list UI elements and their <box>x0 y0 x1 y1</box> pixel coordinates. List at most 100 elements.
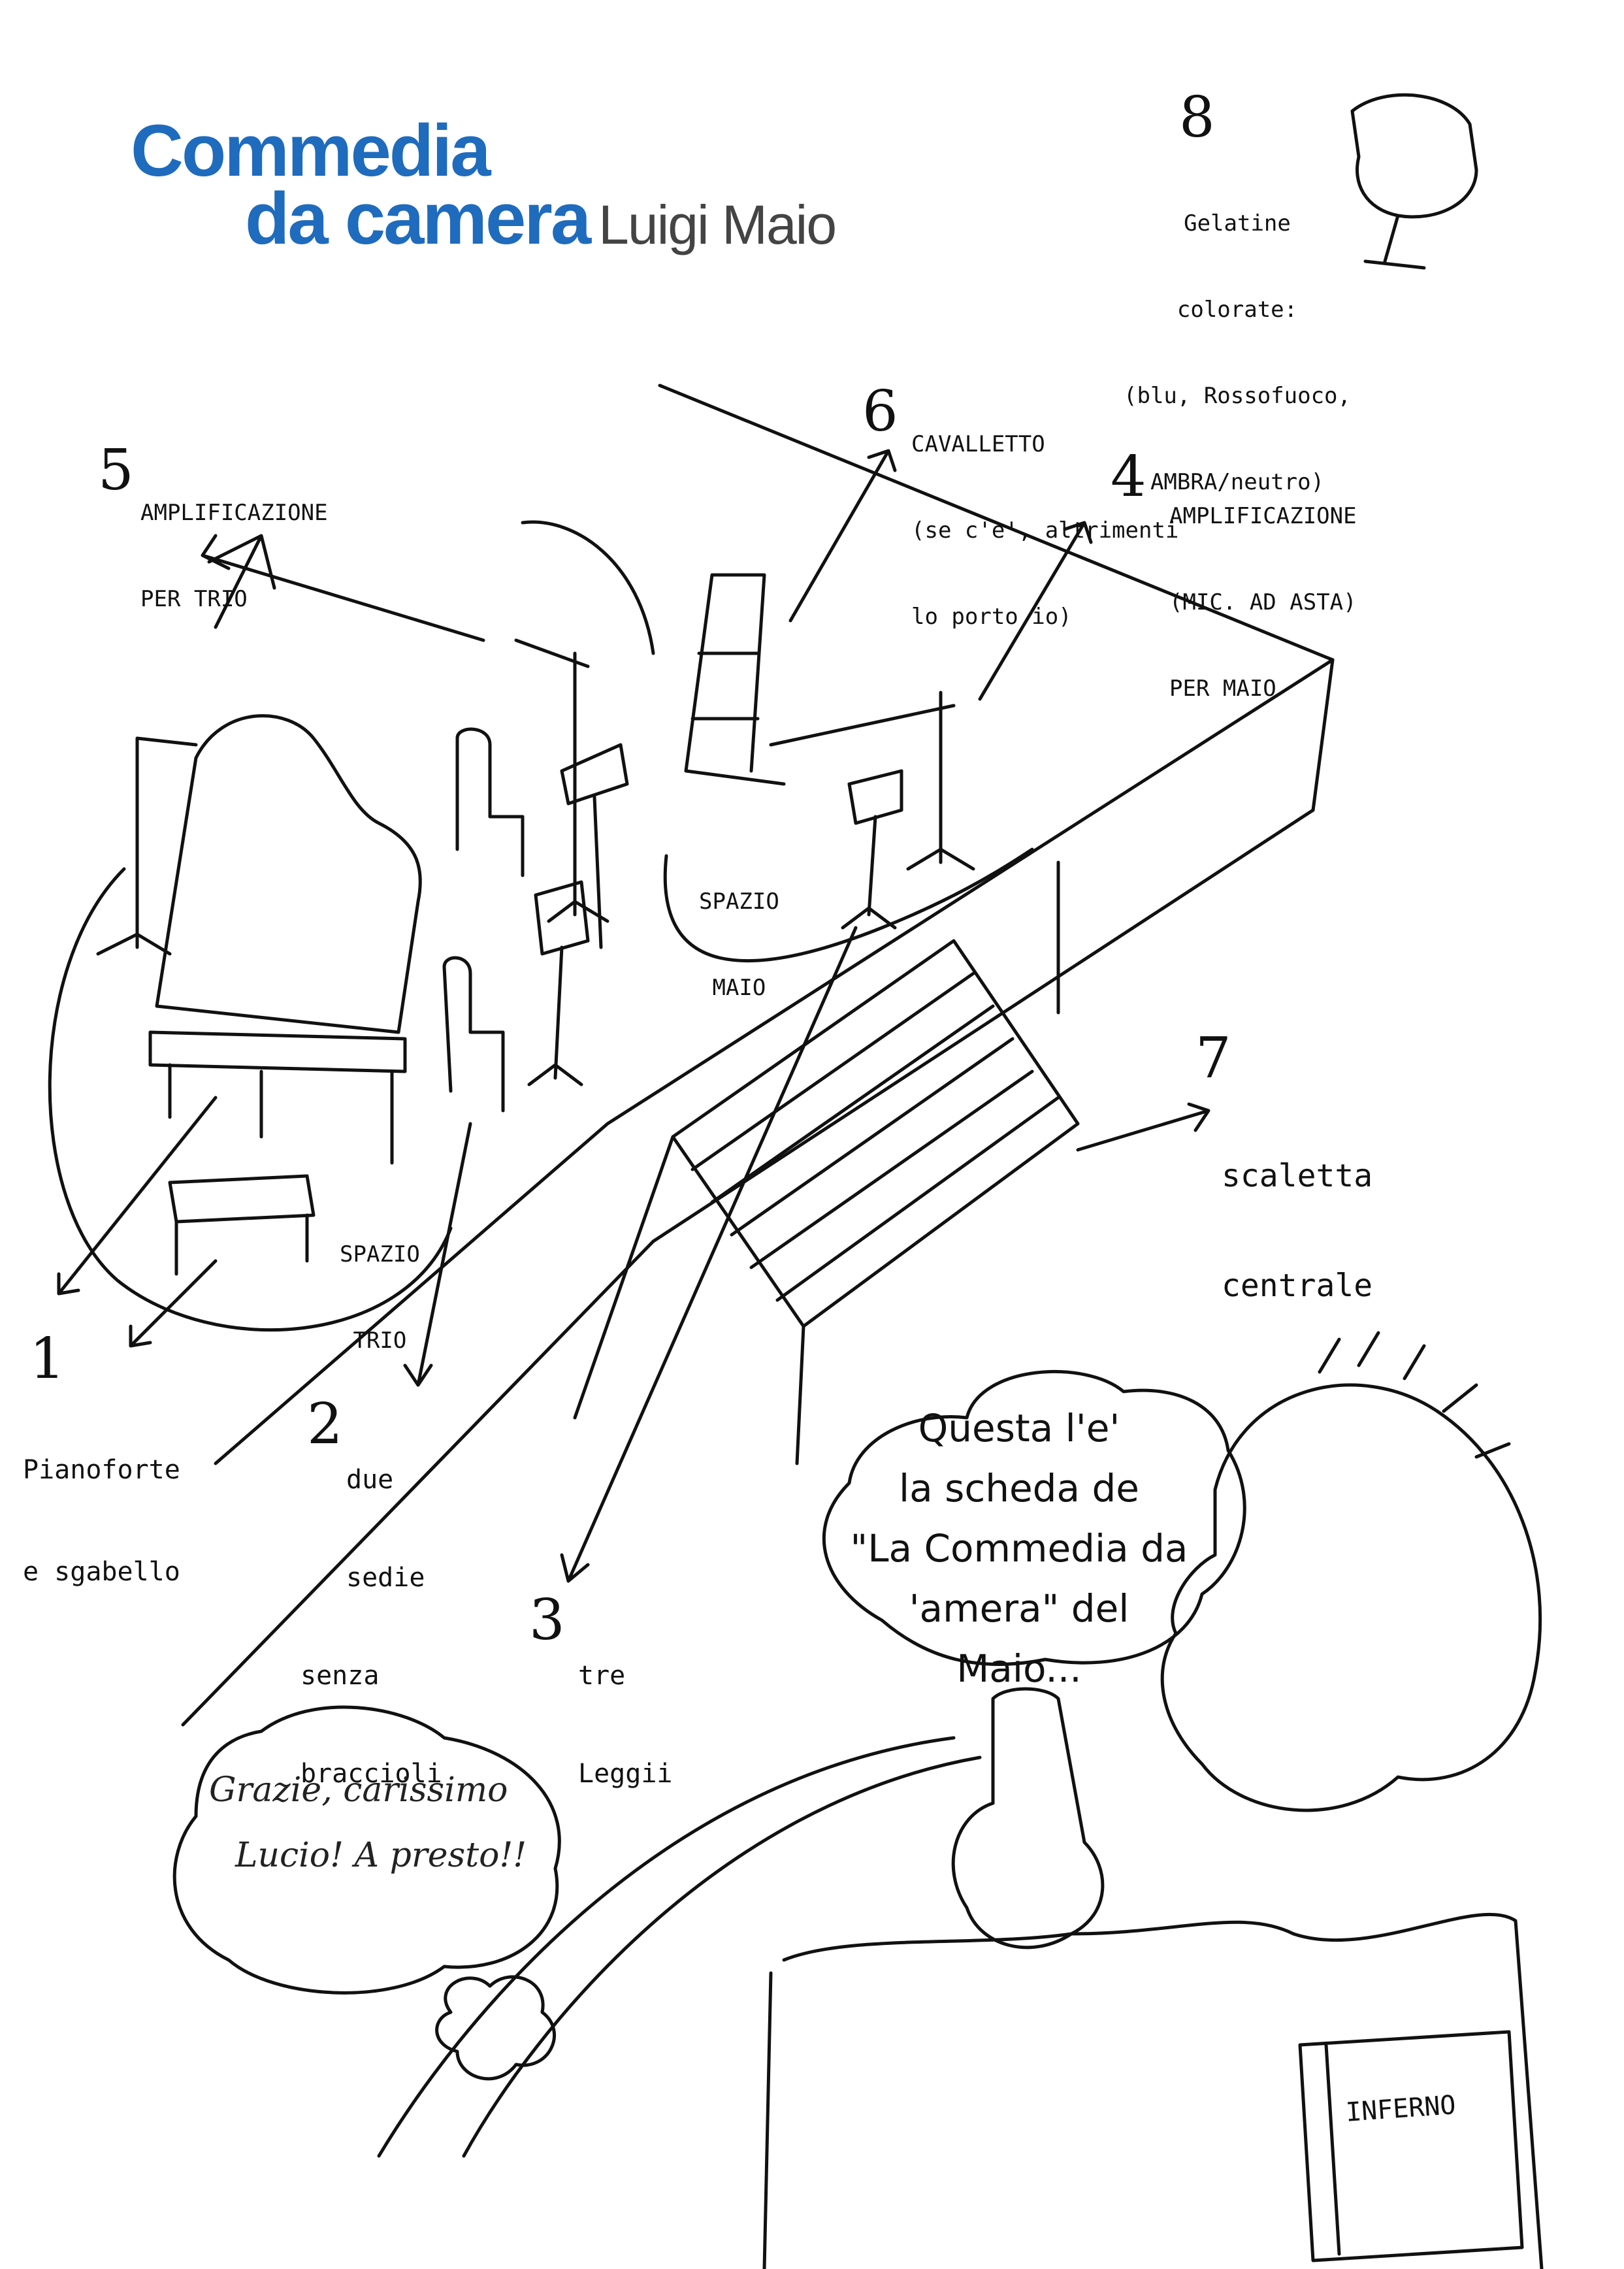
cloud-puff <box>435 1975 556 2081</box>
item3-line-1: tre <box>578 1661 626 1691</box>
item8-number: 8 <box>1179 85 1215 150</box>
maio-mic-stand <box>769 691 975 871</box>
music-stand-2 <box>527 880 590 1086</box>
spotlight <box>1350 93 1478 270</box>
arrow-item1 <box>57 1096 218 1296</box>
item5-line-2: PER TRIO <box>140 586 248 612</box>
item2-label: due sedie senza braccioli <box>300 1398 442 1823</box>
item3-line-2: Leggii <box>578 1759 673 1789</box>
speech-line-4: 'amera" del <box>909 1586 1129 1631</box>
thanks-line-2: Lucio! A presto!! <box>235 1836 527 1875</box>
maio-space-outline <box>663 847 1034 962</box>
dante-robe <box>762 1913 1544 2269</box>
item4-label: AMPLIFICAZIONE (MIC. AD ASTA) PER MAIO <box>1169 444 1357 732</box>
item5-line-1: AMPLIFICAZIONE <box>140 500 328 526</box>
item7-label: scaletta centrale <box>1222 1085 1372 1341</box>
item1-line-1: Pianoforte <box>23 1455 180 1485</box>
item6-line-3: lo porto io) <box>911 604 1072 630</box>
speech-line-5: Maio... <box>956 1646 1082 1691</box>
item2-line-2: sedie <box>346 1563 425 1593</box>
spazio-maio-line-2: MAIO <box>712 975 766 1001</box>
item5-label: AMPLIFICAZIONE PER TRIO <box>140 441 328 642</box>
item5-number: 5 <box>98 438 134 503</box>
stage-back-edge <box>658 384 1335 662</box>
thanks-bubble-outline <box>172 1705 561 1995</box>
item2-line-4: braccioli <box>300 1759 442 1789</box>
arrow-item5b <box>201 534 485 642</box>
piano-keyboard <box>148 1030 407 1073</box>
item8-line-1: Gelatine <box>1184 210 1291 237</box>
item2-line-3: senza <box>300 1661 380 1691</box>
item1-label: Pianoforte e sgabello <box>23 1385 180 1623</box>
easel <box>684 573 786 786</box>
item4-line-2: (MIC. AD ASTA) <box>1169 589 1357 615</box>
stage-curve <box>521 520 655 655</box>
book <box>1298 2030 1524 2262</box>
item8-line-4: AMBRA/neutro) <box>1150 469 1325 495</box>
stage-right-edge <box>1311 658 1335 812</box>
dante-speech-text: Questa l'e' la scheda de "La Commedia da… <box>836 1398 1202 1699</box>
author-name: Luigi Maio <box>598 194 837 255</box>
item8-line-3: (blu, Rossofuoco, <box>1124 383 1351 409</box>
item6-label: CAVALLETTO (se c'e', altrimenti lo porto… <box>911 372 1178 660</box>
music-stand-1 <box>560 743 629 949</box>
dante-head <box>1160 1383 1542 1812</box>
item7-number: 7 <box>1195 1026 1231 1091</box>
item2-number: 2 <box>307 1392 343 1457</box>
piano-stool <box>168 1174 316 1276</box>
item4-line-1: AMPLIFICAZIONE <box>1169 503 1357 529</box>
item7-line-1: scaletta <box>1222 1158 1373 1194</box>
item4-line-3: PER MAIO <box>1169 676 1276 702</box>
spazio-trio-line-2: TRIO <box>353 1328 407 1354</box>
arrow-item5 <box>207 534 276 629</box>
speech-line-3: "La Commedia da <box>850 1526 1188 1571</box>
spazio-maio-line-1: SPAZIO <box>699 889 779 915</box>
dante-hand <box>951 1687 1105 1950</box>
spazio-trio-label: SPAZIO TRIO <box>340 1183 420 1384</box>
item4-number: 4 <box>1111 444 1146 510</box>
title-line-1: Commedia <box>131 110 491 191</box>
item6-line-2: (se c'e', altrimenti <box>911 517 1179 544</box>
speech-line-1: Questa l'e' <box>918 1406 1120 1450</box>
trio-mic-stand-left <box>96 736 198 956</box>
item2-line-1: due <box>346 1465 394 1495</box>
dante-laurel <box>1318 1331 1511 1459</box>
staircase-steps <box>690 971 1060 1302</box>
stage-lower-edge <box>181 808 1315 1727</box>
item8-line-2: colorate: <box>1177 297 1298 323</box>
arrow-item2 <box>403 1122 472 1387</box>
item6-line-1: CAVALLETTO <box>911 431 1045 457</box>
speech-line-2: la scheda de <box>899 1466 1139 1510</box>
piano-legs <box>168 1063 394 1165</box>
motion-lines <box>377 1736 982 2158</box>
item3-label: tre Leggii <box>578 1594 673 1823</box>
item8-label: Gelatine colorate: (blu, Rossofuoco, AMB… <box>1124 152 1351 525</box>
item1-line-2: e sgabello <box>23 1557 180 1587</box>
item1-number: 1 <box>29 1326 65 1392</box>
music-stand-3 <box>841 769 903 930</box>
item6-number: 6 <box>862 379 898 444</box>
thanks-text: Grazie, carissimo Lucio! A presto!! <box>209 1757 527 1888</box>
chair-1 <box>455 727 525 877</box>
arrow-item7 <box>1076 1102 1210 1152</box>
chair-2 <box>442 956 505 1113</box>
speech-bubble-outline <box>822 1369 1246 1666</box>
spazio-maio-label: SPAZIO MAIO <box>699 830 779 1031</box>
piano-body <box>155 714 422 1034</box>
thanks-line-1: Grazie, carissimo <box>209 1771 508 1810</box>
spazio-trio-line-1: SPAZIO <box>340 1241 420 1267</box>
staircase-side <box>573 1135 805 1465</box>
item3-number: 3 <box>529 1588 565 1653</box>
title-line-2-text: da camera <box>245 178 591 259</box>
stage-front-edge <box>214 658 1335 1465</box>
item7-line-2: centrale <box>1222 1267 1373 1304</box>
arrow-item6 <box>788 449 897 623</box>
arrow-item3 <box>560 926 858 1583</box>
trio-mic-stand-right <box>514 638 609 923</box>
trio-space-outline <box>48 867 453 1332</box>
arrow-item1b <box>129 1259 218 1348</box>
arrow-item4 <box>978 521 1093 701</box>
